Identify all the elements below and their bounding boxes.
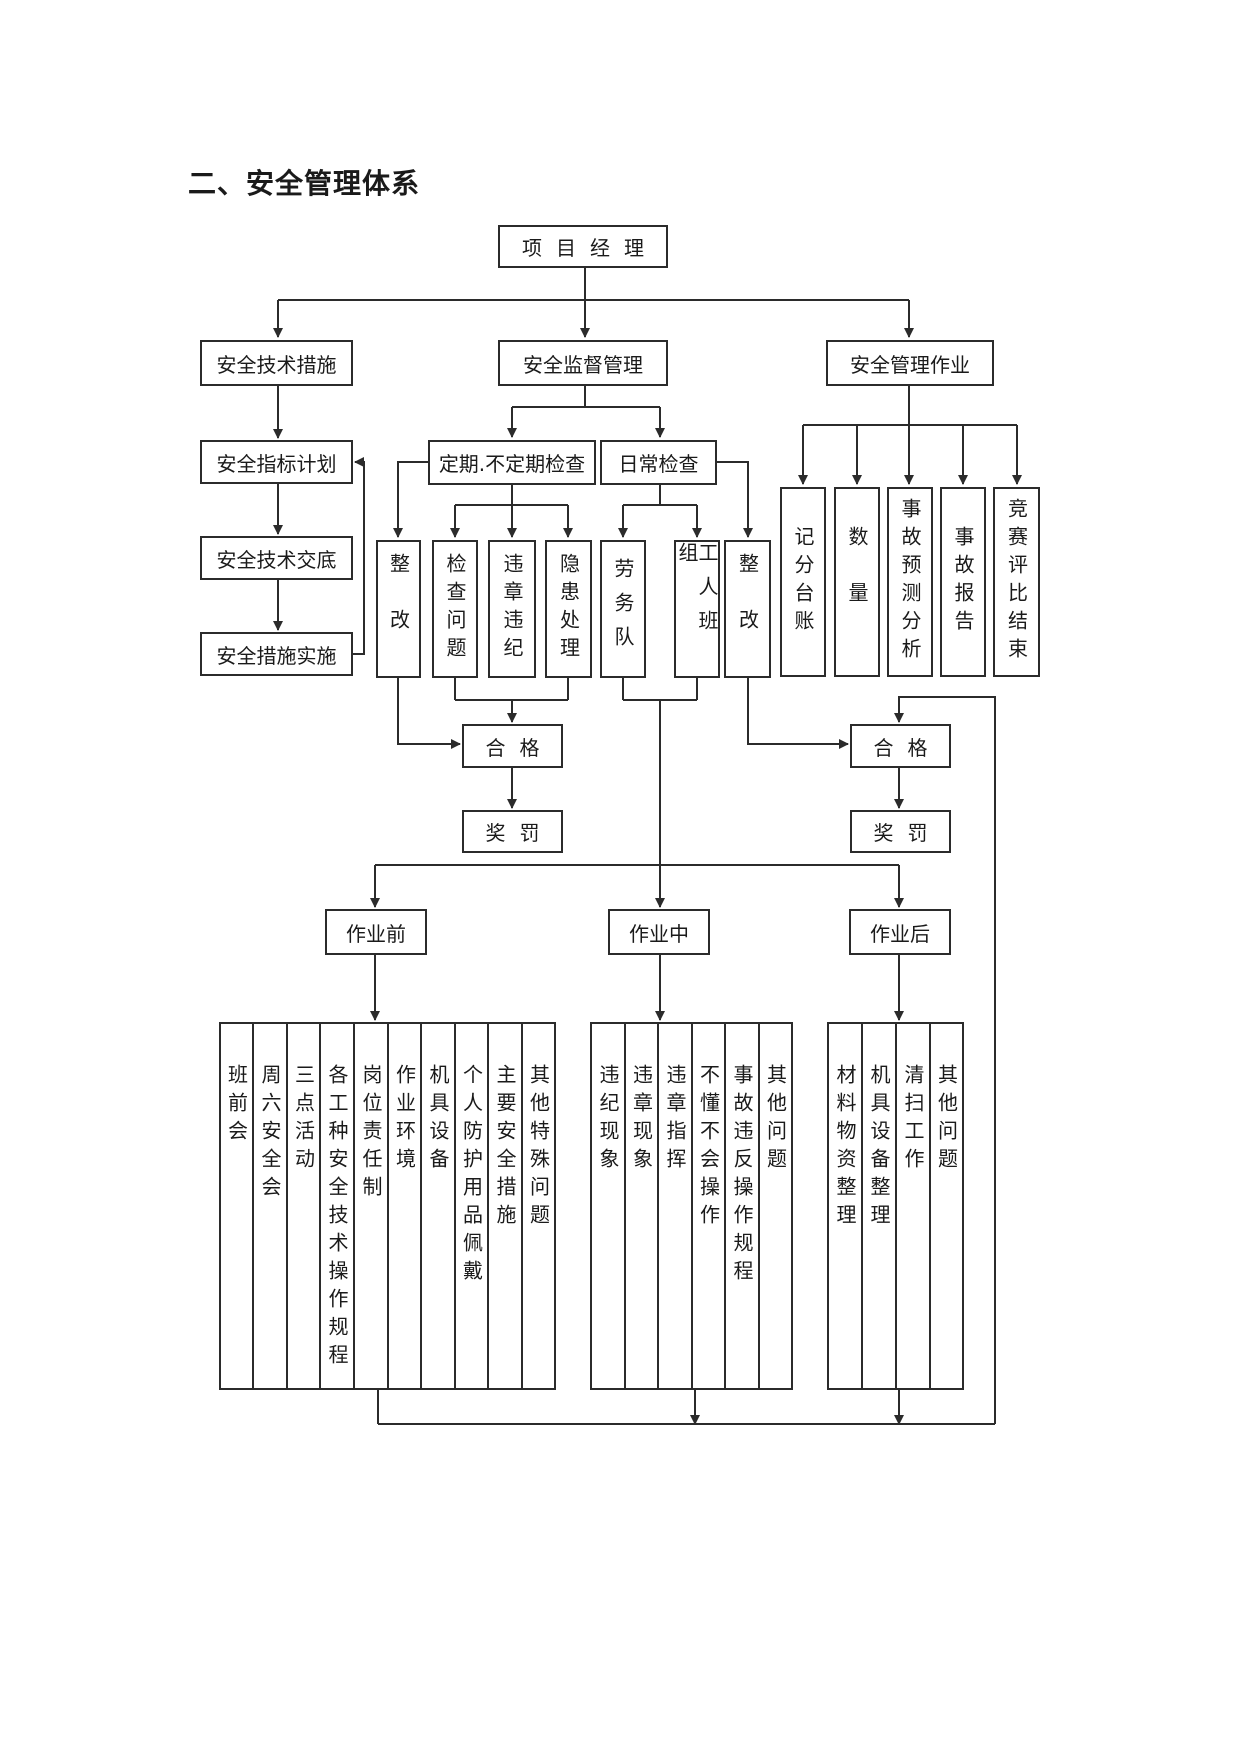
during-item: 违章指挥 <box>657 1022 693 1390</box>
quantity-box: 数量 <box>834 487 880 677</box>
safety-measures-implement-box: 安全措施实施 <box>200 632 353 676</box>
before-item: 各工种安全技术操作规程 <box>319 1022 355 1390</box>
reward-right-box: 奖罚 <box>850 810 951 853</box>
before-item: 班前会 <box>219 1022 254 1390</box>
labor-team-box: 劳务队 <box>600 540 646 678</box>
before-item: 主要安全措施 <box>487 1022 523 1390</box>
during-item: 不懂不会操作 <box>691 1022 726 1390</box>
before-item: 作业环境 <box>387 1022 422 1390</box>
during-item: 违纪现象 <box>590 1022 626 1390</box>
before-item: 个人防护用品佩戴 <box>454 1022 489 1390</box>
before-item: 三点活动 <box>286 1022 321 1390</box>
before-item: 周六安全会 <box>252 1022 288 1390</box>
safety-supervision-box: 安全监督管理 <box>498 340 668 386</box>
qualified-right-box: 合格 <box>850 724 951 768</box>
before-item: 机具设备 <box>420 1022 456 1390</box>
safety-index-plan-box: 安全指标计划 <box>200 440 353 484</box>
page-heading: 二、安全管理体系 <box>188 167 421 200</box>
daily-inspection-box: 日常检查 <box>600 440 717 485</box>
after-item: 其他问题 <box>929 1022 964 1390</box>
safety-tech-measures-box: 安全技术措施 <box>200 340 353 386</box>
before-item: 其他特殊问题 <box>521 1022 556 1390</box>
during-item: 事故违反操作规程 <box>724 1022 760 1390</box>
during-item: 违章现象 <box>624 1022 659 1390</box>
after-item: 清扫工作 <box>895 1022 931 1390</box>
qualified-left-box: 合格 <box>462 724 563 768</box>
accident-forecast-box: 事故预测分析 <box>887 487 933 677</box>
phase-before-box: 作业前 <box>325 909 427 955</box>
competition-review-box: 竞赛评比结束 <box>993 487 1040 677</box>
safety-tech-briefing-box: 安全技术交底 <box>200 536 353 580</box>
periodic-inspection-box: 定期.不定期检查 <box>428 440 596 485</box>
hazard-handling-box: 隐患处理 <box>545 540 592 678</box>
rectify-right-box: 整改 <box>724 540 771 678</box>
inspection-problems-box: 检查问题 <box>432 540 478 678</box>
score-ledger-box: 记分台账 <box>780 487 826 677</box>
before-items-group: 班前会 周六安全会 三点活动 各工种安全技术操作规程 岗位责任制 作业环境 机具… <box>219 1022 556 1390</box>
safety-operation-box: 安全管理作业 <box>826 340 994 386</box>
phase-during-box: 作业中 <box>608 909 710 955</box>
violations-box: 违章违纪 <box>488 540 536 678</box>
phase-after-box: 作业后 <box>849 909 951 955</box>
after-item: 材料物资整理 <box>827 1022 863 1390</box>
worker-team-box: 工人班组 <box>674 540 720 678</box>
accident-report-box: 事故报告 <box>940 487 986 677</box>
during-item: 其他问题 <box>758 1022 793 1390</box>
project-manager-box: 项目经理 <box>498 225 668 268</box>
before-item: 岗位责任制 <box>353 1022 389 1390</box>
rectify-left-box: 整改 <box>376 540 421 678</box>
after-item: 机具设备整理 <box>861 1022 897 1390</box>
after-items-group: 材料物资整理 机具设备整理 清扫工作 其他问题 <box>827 1022 964 1390</box>
reward-left-box: 奖罚 <box>462 810 563 853</box>
during-items-group: 违纪现象 违章现象 违章指挥 不懂不会操作 事故违反操作规程 其他问题 <box>590 1022 793 1390</box>
